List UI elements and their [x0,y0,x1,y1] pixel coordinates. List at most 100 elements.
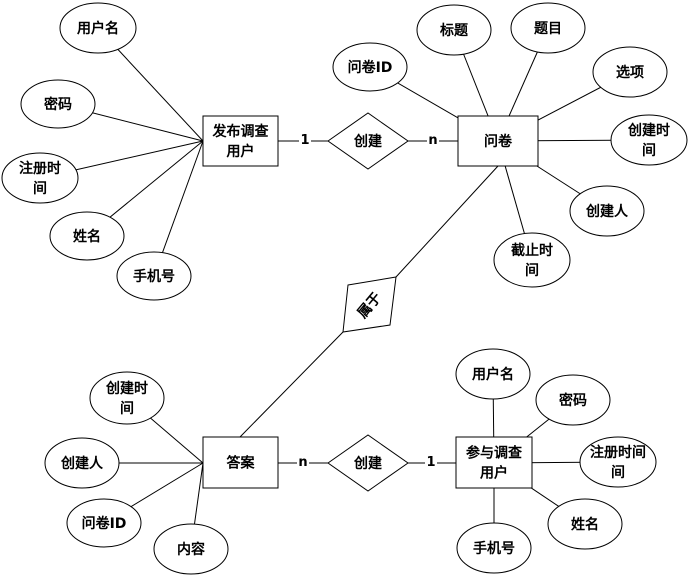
attribute-label: 间 [120,400,134,417]
cardinality-label: n [428,133,437,148]
attribute-label: 截止时 [511,242,553,259]
entity-answer: 答案 [202,436,279,489]
attribute-label: 创建时 [105,380,148,397]
attribute-ellipse [592,46,668,98]
relationship-belongs: 属于 [342,276,397,333]
cardinality-label: 1 [426,455,435,470]
attribute-questionnaire-0: 问卷ID [332,42,408,92]
attribute-label: 问卷ID [348,59,393,76]
attribute-answer-3: 内容 [153,523,229,575]
attribute-ellipse [332,42,408,92]
entity-label: 答案 [227,455,256,472]
cardinality-bg [299,132,311,146]
attribute-publisher-2: 注册时间 [1,152,79,204]
attribute-label: 题目 [534,21,562,37]
attribute-ellipse [547,498,623,550]
attribute-ellipse [66,498,142,548]
attribute-label: 间 [642,142,656,159]
attribute-ellipse [610,114,688,166]
attribute-label: 姓名 [571,516,599,533]
attribute-questionnaire-5: 创建人 [569,185,645,237]
cardinality-bg [297,454,309,468]
relationship-link [239,331,344,438]
relationship-link [395,165,499,278]
attribute-ellipse [59,2,137,54]
attribute-ellipse [20,79,96,129]
entity-label: 用户 [227,143,255,160]
attribute-answer-2: 问卷ID [66,498,142,548]
attribute-ellipse [416,4,492,56]
attribute-label: 间 [611,464,625,481]
attribute-ellipse [153,523,229,575]
entity-label: 参与调查 [466,445,523,462]
entity-box [455,436,533,489]
attribute-ellipse [116,251,192,301]
relationship-label: 创建 [353,455,382,472]
relationship-create-top: 创建 [327,112,409,170]
attribute-ellipse [510,2,586,54]
attribute-publisher-1: 密码 [20,79,96,129]
attribute-label: 注册时 [19,160,61,177]
entity-label: 问卷 [484,133,513,150]
relationship-diamond [327,112,409,170]
attribute-ellipse [89,371,165,425]
attribute-ellipse [44,437,120,489]
entity-label: 用户 [480,465,508,482]
attribute-publisher-3: 姓名 [49,211,125,261]
relationship-create-bottom: 创建 [327,434,409,492]
attribute-questionnaire-2: 题目 [510,2,586,54]
attribute-questionnaire-3: 选项 [592,46,668,98]
attribute-participant-4: 手机号 [456,522,532,574]
attribute-label: 间 [33,180,47,197]
attribute-ellipse [49,211,125,261]
attribute-participant-3: 姓名 [547,498,623,550]
attribute-label: 间 [525,262,539,279]
attribute-label: 注册时间 [590,444,646,461]
attribute-publisher-0: 用户名 [59,2,137,54]
relationship-diamond [342,276,397,333]
cardinality-bg [425,454,437,468]
attribute-label: 手机号 [133,268,175,285]
cardinality-label: n [298,455,307,470]
attribute-ellipse [456,522,532,574]
attribute-label: 创建时 [627,122,670,139]
attribute-label: 创建人 [585,203,629,220]
attribute-label: 选项 [616,64,644,81]
attribute-label: 创建人 [60,455,104,472]
attribute-label: 内容 [177,541,205,558]
attribute-label: 密码 [558,392,587,409]
relationship-diamond [327,434,409,492]
attribute-answer-1: 创建人 [44,437,120,489]
attribute-ellipse [455,348,531,400]
attribute-label: 手机号 [473,540,515,557]
attribute-label: 用户名 [77,20,119,37]
attribute-ellipse [1,152,79,204]
entity-box [202,436,279,489]
attribute-ellipse [493,232,571,288]
relationship-label: 创建 [353,133,382,150]
attribute-label: 密码 [43,96,72,113]
entity-label: 发布调查 [212,123,270,140]
attribute-participant-1: 密码 [535,374,611,426]
cardinality-bg [427,132,439,146]
attribute-label: 问卷ID [82,515,127,532]
entity-box [457,115,539,167]
attribute-ellipse [569,185,645,237]
attribute-ellipse [535,374,611,426]
attribute-label: 姓名 [73,228,101,245]
attribute-publisher-4: 手机号 [116,251,192,301]
attribute-questionnaire-1: 标题 [416,4,492,56]
cardinality-label: 1 [300,133,309,148]
attribute-label: 用户名 [472,366,514,383]
attribute-ellipse [579,436,657,488]
attribute-participant-0: 用户名 [455,348,531,400]
entity-questionnaire: 问卷 [457,115,539,167]
